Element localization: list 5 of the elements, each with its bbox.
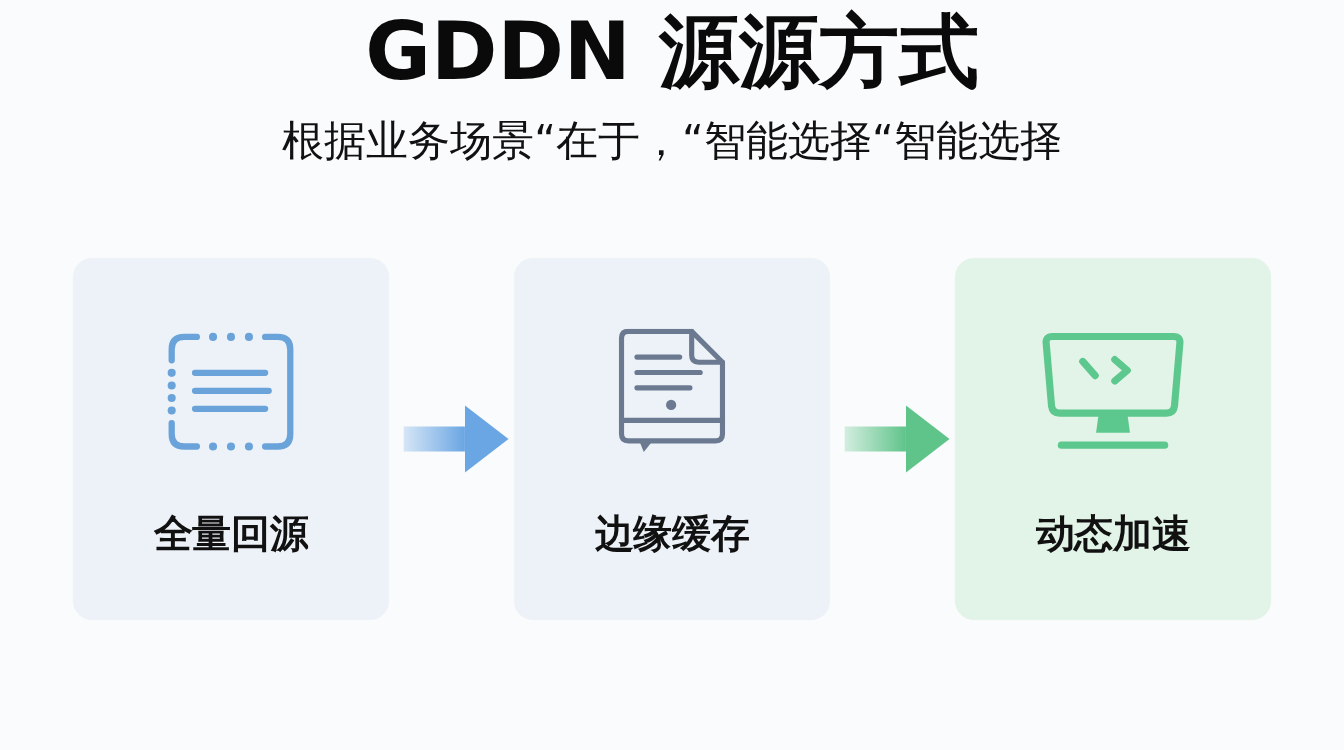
step-label: 全量回源 bbox=[153, 509, 309, 559]
step-label: 边缘缓存 bbox=[594, 509, 750, 559]
subtitle: 根据业务场景“在于，“智能选择“智能选择 bbox=[282, 115, 1062, 167]
step-label: 动态加速 bbox=[1035, 509, 1191, 559]
title: GDDN 源源方式 bbox=[365, 6, 979, 98]
